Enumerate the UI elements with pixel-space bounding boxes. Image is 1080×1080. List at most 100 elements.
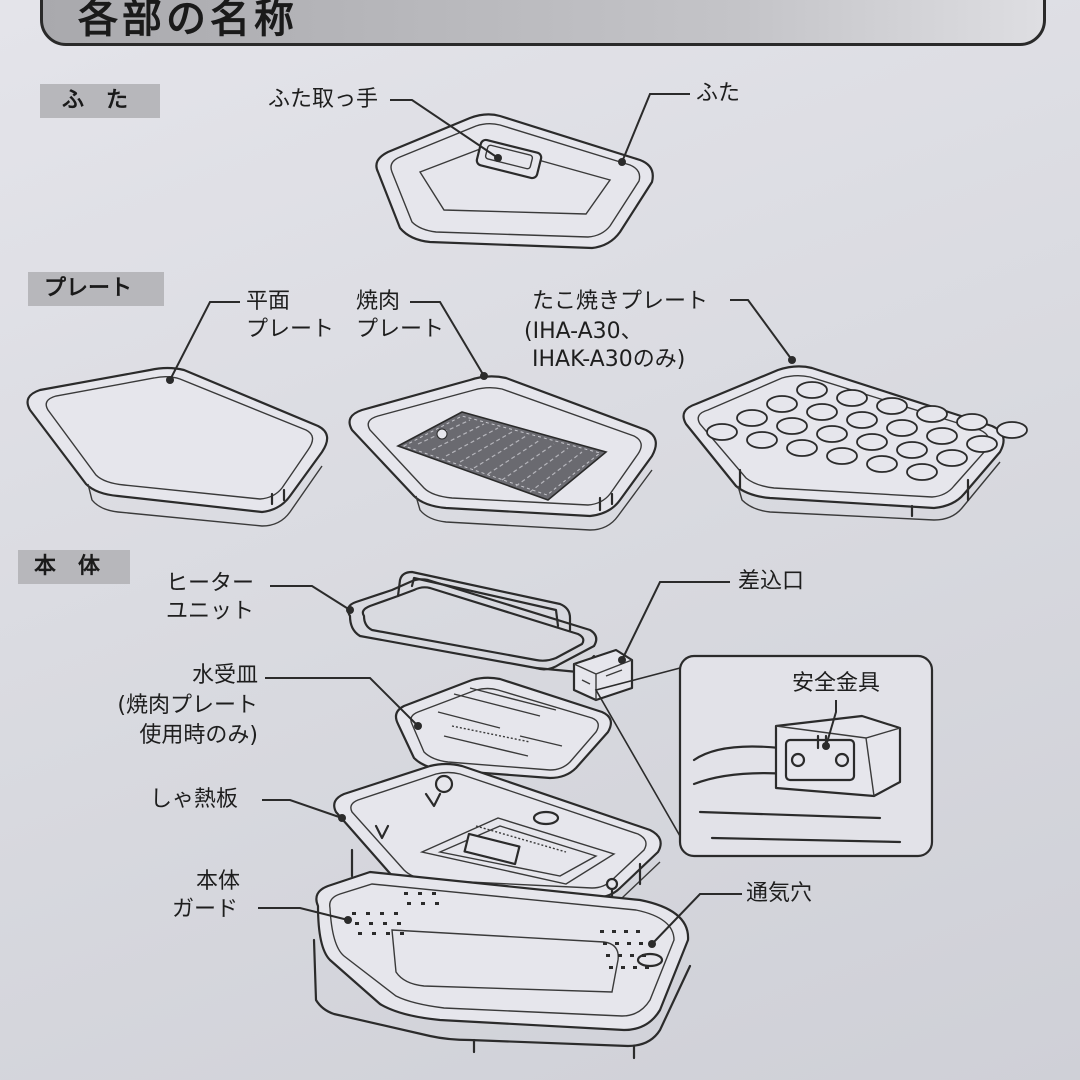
vent-hole bbox=[394, 912, 398, 915]
vent-hole bbox=[645, 966, 649, 969]
vent-hole bbox=[615, 942, 619, 945]
label-water-tray-1: 水受皿 bbox=[191, 663, 258, 688]
vent-hole bbox=[386, 932, 390, 935]
heater-unit-leader-dot bbox=[346, 606, 354, 614]
vent-hole bbox=[372, 932, 376, 935]
vent-hole bbox=[633, 966, 637, 969]
flat-plate-leader-dot bbox=[166, 376, 174, 384]
takoyaki-hole bbox=[706, 423, 738, 441]
takoyaki-hole bbox=[936, 449, 968, 467]
section-tab-body: 本 体 bbox=[18, 550, 130, 584]
vent-hole bbox=[418, 892, 422, 895]
vent-hole bbox=[612, 930, 616, 933]
heater-unit-illustration bbox=[346, 570, 634, 702]
water-tray-illustration bbox=[394, 676, 613, 780]
vent-hole bbox=[609, 966, 613, 969]
vent-hole bbox=[618, 954, 622, 957]
label-heater-1: ヒーター bbox=[166, 571, 255, 596]
label-water-tray-2: (焼肉プレート bbox=[117, 693, 258, 718]
lid-leader bbox=[621, 93, 690, 163]
takoyaki-hole bbox=[786, 439, 818, 457]
takoyaki-holes bbox=[706, 381, 1028, 481]
vent-hole bbox=[432, 892, 436, 895]
vent-hole bbox=[630, 954, 634, 957]
takoyaki-hole bbox=[836, 389, 868, 407]
takoyaki-hole bbox=[746, 431, 778, 449]
body-guard-leader-dot bbox=[344, 916, 352, 924]
takoyaki-hole bbox=[966, 435, 998, 453]
water-tray-leader bbox=[265, 677, 419, 727]
vent-hole bbox=[636, 930, 640, 933]
label-takoyaki-1: たこ焼きプレート bbox=[532, 289, 709, 314]
plug-inlet-leader-dot bbox=[618, 656, 626, 664]
label-takoyaki-2: (IHA-A30、 bbox=[524, 319, 643, 344]
label-flat-plate-2: プレート bbox=[246, 317, 335, 342]
vent-hole bbox=[404, 892, 408, 895]
label-flat-plate-1: 平面 bbox=[246, 289, 291, 314]
takoyaki-hole bbox=[956, 413, 988, 431]
label-lid-handle: ふた取っ手 bbox=[268, 87, 379, 112]
vent-hole bbox=[380, 912, 384, 915]
label-lid: ふた bbox=[696, 81, 741, 106]
takoyaki-hole bbox=[796, 381, 828, 399]
vent-hole bbox=[355, 922, 359, 925]
vent-hole bbox=[369, 922, 373, 925]
safety-fitting-leader-dot bbox=[822, 742, 830, 750]
vent-hole bbox=[366, 912, 370, 915]
vent-hole bbox=[603, 942, 607, 945]
takoyaki-hole bbox=[826, 447, 858, 465]
vent-hole bbox=[407, 902, 411, 905]
vent-holes-leader bbox=[651, 893, 742, 945]
takoyaki-hole bbox=[896, 441, 928, 459]
flat-plate-leader bbox=[169, 301, 240, 381]
label-takoyaki-3: IHAK-A30のみ) bbox=[532, 347, 686, 372]
lid-handle-leader-dot bbox=[494, 154, 502, 162]
vent-hole bbox=[400, 932, 404, 935]
heater-unit-leader bbox=[270, 585, 351, 611]
body-guard-illustration bbox=[312, 870, 692, 1060]
takoyaki-hole bbox=[916, 405, 948, 423]
vent-hole-pattern bbox=[352, 892, 649, 969]
vent-hole bbox=[642, 954, 646, 957]
takoyaki-hole bbox=[996, 421, 1028, 439]
yakiniku-plate-leader bbox=[410, 301, 485, 377]
vent-hole bbox=[606, 954, 610, 957]
label-water-tray-3: 使用時のみ) bbox=[139, 723, 258, 748]
vent-hole bbox=[627, 942, 631, 945]
vent-hole bbox=[435, 902, 439, 905]
water-tray-leader-dot bbox=[414, 722, 422, 730]
yakiniku-plate-leader-dot bbox=[480, 372, 488, 380]
section-tab-plate: プレート bbox=[28, 272, 164, 306]
plug-inlet-leader bbox=[621, 581, 730, 661]
heat-shield-leader bbox=[262, 799, 343, 819]
takoyaki-hole bbox=[876, 397, 908, 415]
heat-shield-illustration bbox=[333, 762, 662, 950]
yakiniku-plate-illustration bbox=[348, 375, 657, 531]
lid-handle-leader bbox=[390, 99, 499, 159]
takoyaki-hole bbox=[886, 419, 918, 437]
lid-illustration bbox=[375, 113, 654, 250]
label-heat-shield: しゃ熱板 bbox=[150, 787, 239, 812]
vent-hole bbox=[421, 902, 425, 905]
label-yakiniku-plate-2: プレート bbox=[356, 317, 445, 342]
header-banner bbox=[40, 0, 1046, 46]
section-tab-lid: ふ た bbox=[40, 84, 160, 118]
lid-leader-dot bbox=[618, 158, 626, 166]
takoyaki-hole bbox=[806, 403, 838, 421]
takoyaki-plate-leader-dot bbox=[788, 356, 796, 364]
takoyaki-hole bbox=[736, 409, 768, 427]
label-body-guard-1: 本体 bbox=[196, 869, 241, 894]
label-yakiniku-plate-1: 焼肉 bbox=[356, 289, 401, 314]
takoyaki-hole bbox=[926, 427, 958, 445]
vent-holes-leader-dot bbox=[648, 940, 656, 948]
vent-hole bbox=[600, 930, 604, 933]
safety-fitting-inset bbox=[594, 654, 934, 858]
label-heater-2: ユニット bbox=[166, 599, 255, 624]
takoyaki-plate-leader bbox=[730, 299, 793, 361]
label-safety-fitting: 安全金具 bbox=[792, 671, 881, 696]
vent-hole bbox=[397, 922, 401, 925]
takoyaki-hole bbox=[906, 463, 938, 481]
heat-shield-leader-dot bbox=[338, 814, 346, 822]
takoyaki-hole bbox=[766, 395, 798, 413]
